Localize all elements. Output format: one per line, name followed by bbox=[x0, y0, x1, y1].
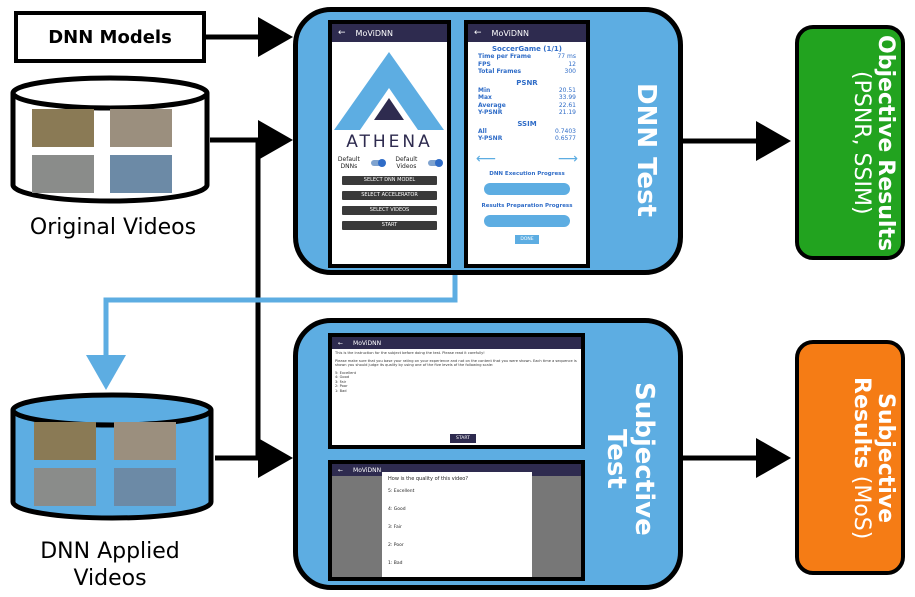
dnn-applied-line2: Videos bbox=[73, 566, 147, 591]
rating-question: How is the quality of this video? bbox=[388, 476, 469, 482]
objective-results-line2: Results bbox=[873, 159, 898, 252]
select-videos-button[interactable]: SELECT VIDEOS bbox=[342, 206, 437, 215]
psnr-header: PSNR bbox=[516, 78, 538, 87]
dnn-applied-videos-label: DNN Applied Videos bbox=[10, 538, 210, 592]
objective-results-text: Objective Results (PSNR, SSIM) bbox=[805, 32, 898, 254]
app-title: MoViDNN bbox=[353, 466, 382, 474]
video-thumbnail-4 bbox=[110, 155, 172, 193]
subjective-results-line1: Subjective bbox=[873, 392, 898, 524]
subjective-test-title: Subjective Test bbox=[601, 379, 659, 539]
app-title: MoViDNN bbox=[491, 28, 529, 38]
arrow-right-icon[interactable]: ⟶ bbox=[557, 150, 578, 167]
dnn-test-title: DNN Test bbox=[631, 83, 661, 217]
video-thumbnail-1 bbox=[34, 422, 96, 460]
results-preparation-progress-bar bbox=[484, 214, 570, 227]
video-thumbnail-2 bbox=[114, 422, 176, 460]
subjective-results-line2: Results bbox=[849, 376, 874, 469]
athena-logo-text: ATHENA bbox=[346, 132, 433, 152]
phone-instructions-screen: ← MoViDNN This is the instruction for the… bbox=[328, 333, 585, 449]
objective-results-metrics: (PSNR, SSIM) bbox=[849, 71, 874, 215]
back-arrow-icon[interactable]: ← bbox=[338, 466, 344, 474]
done-button[interactable]: DONE bbox=[515, 234, 539, 244]
results-preparation-progress-label: Results Preparation Progress bbox=[481, 202, 573, 209]
back-arrow-icon[interactable]: ← bbox=[338, 339, 344, 347]
instruction-text: This is the instruction for the subject … bbox=[335, 351, 485, 355]
rating-option[interactable]: 1: Bad bbox=[388, 561, 403, 566]
default-dnns-toggle[interactable] bbox=[370, 159, 386, 167]
start-button[interactable]: START bbox=[450, 434, 476, 443]
app-title: MoViDNN bbox=[353, 339, 382, 347]
video-thumbnail-3 bbox=[32, 155, 94, 193]
start-button[interactable]: START bbox=[342, 221, 437, 230]
subjective-results-metric: (MoS) bbox=[849, 475, 874, 540]
dnn-test-panel: ← MoViDNN ATHENA Default DNNs Default Vid… bbox=[293, 7, 683, 275]
rating-option[interactable]: 3: Fair bbox=[388, 525, 402, 530]
video-thumbnail-2 bbox=[110, 109, 172, 147]
select-accelerator-button[interactable]: SELECT ACCELERATOR bbox=[342, 191, 437, 200]
scale-item: 1: Bad bbox=[335, 388, 347, 393]
rating-option[interactable]: 5: Excellent bbox=[388, 489, 415, 494]
original-videos-database bbox=[10, 75, 210, 204]
athena-logo-icon bbox=[334, 52, 444, 130]
rating-option[interactable]: 4: Good bbox=[388, 507, 406, 512]
original-videos-label: Original Videos bbox=[29, 215, 197, 240]
objective-results-line1: Objective bbox=[873, 34, 898, 153]
video-thumbnail-1 bbox=[32, 109, 94, 147]
ssim-header: SSIM bbox=[517, 119, 537, 128]
dnn-execution-progress-bar bbox=[484, 182, 570, 195]
scale-item: 2: Poor bbox=[335, 384, 348, 388]
rating-dialog: How is the quality of this video? 5: Exc… bbox=[382, 472, 532, 577]
phone-rating-screen: ← MoViDNN How is the quality of this vide… bbox=[328, 460, 585, 581]
app-title: MoViDNN bbox=[355, 28, 393, 38]
objective-results-box bbox=[795, 25, 905, 260]
default-dnns-label: Default DNNs bbox=[337, 156, 360, 170]
default-videos-label: Default Videos bbox=[395, 156, 418, 170]
phone-settings-screen: ← MoViDNN ATHENA Default DNNs Default Vid… bbox=[328, 20, 451, 268]
dnn-applied-videos-database bbox=[10, 392, 214, 521]
video-thumbnail-4 bbox=[114, 468, 176, 506]
default-videos-toggle[interactable] bbox=[428, 159, 444, 167]
scale-item: 4: Good bbox=[335, 375, 350, 379]
arrow-left-icon[interactable]: ⟵ bbox=[476, 150, 497, 167]
subjective-test-title-line1: Subjective bbox=[629, 382, 659, 536]
phone-results-screen: ← MoViDNN SoccerGame (1/1) Time per Frame… bbox=[464, 20, 590, 268]
video-thumbnail-3 bbox=[34, 468, 96, 506]
subjective-test-panel: ← MoViDNN This is the instruction for the… bbox=[293, 318, 683, 590]
dnn-models-box: DNN Models bbox=[14, 11, 206, 63]
scale-item: 3: Fair bbox=[335, 379, 347, 384]
subjective-results-text: Subjective Results (MoS) bbox=[805, 347, 898, 569]
select-dnn-model-button[interactable]: SELECT DNN MODEL bbox=[342, 176, 437, 185]
instruction-text-2: Please make sure that you base your rati… bbox=[335, 358, 577, 368]
dnn-applied-line1: DNN Applied bbox=[40, 539, 180, 564]
subjective-test-title-line2: Test bbox=[601, 429, 631, 489]
back-arrow-icon[interactable]: ← bbox=[338, 28, 346, 38]
dnn-execution-progress-label: DNN Execution Progress bbox=[489, 170, 565, 177]
back-arrow-icon[interactable]: ← bbox=[474, 28, 482, 38]
game-title: SoccerGame (1/1) bbox=[492, 45, 562, 53]
scale-item: 5: Excellent bbox=[335, 370, 357, 375]
rating-option[interactable]: 2: Poor bbox=[388, 543, 404, 548]
arrow-dnn-test-to-applied bbox=[86, 275, 458, 390]
subjective-results-box bbox=[795, 340, 905, 575]
